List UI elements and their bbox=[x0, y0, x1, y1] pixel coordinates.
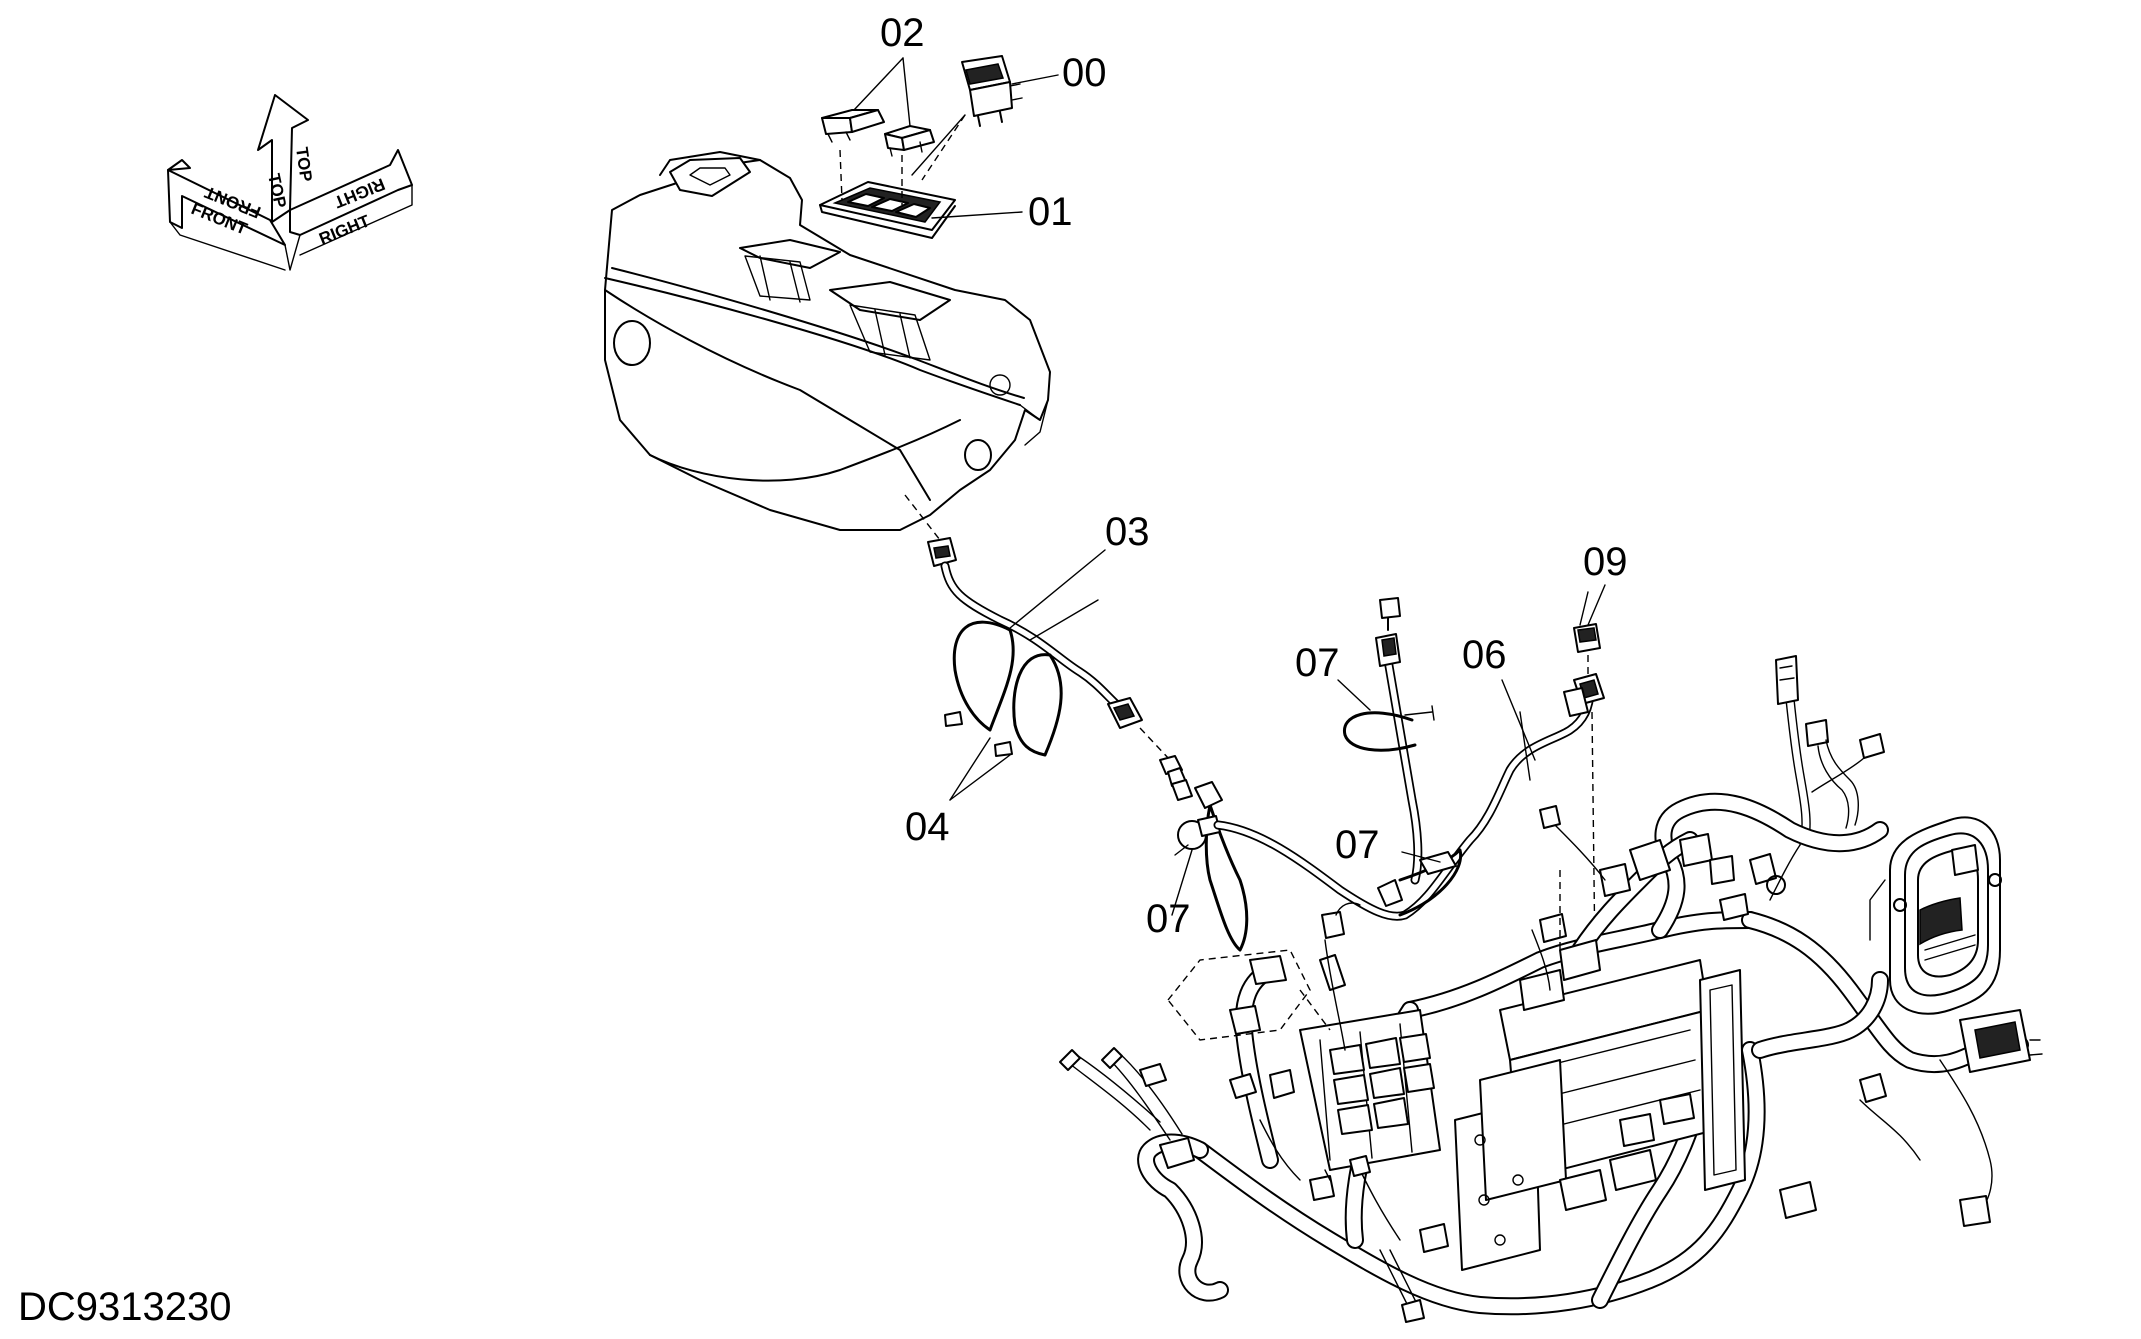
part-02-covers bbox=[821, 109, 935, 157]
callout-leaders bbox=[853, 57, 1606, 916]
callout-07-middle: 07 bbox=[1335, 823, 1380, 867]
part-01-switch-panel bbox=[819, 114, 966, 239]
part-03-harness bbox=[927, 537, 1143, 757]
callout-02: 02 bbox=[880, 11, 925, 55]
part-07-left-clamp bbox=[1139, 727, 1249, 952]
drawing-number: DC9313230 bbox=[18, 1285, 232, 1329]
right-branch-wires bbox=[1769, 655, 1885, 901]
main-harness-assembly bbox=[1059, 792, 2029, 1323]
callout-labels: 00 01 02 03 04 06 07 07 07 09 bbox=[880, 11, 1628, 941]
headlamp bbox=[1869, 816, 2043, 1073]
callout-03: 03 bbox=[1105, 510, 1150, 554]
part-00-switch bbox=[961, 55, 1023, 127]
orientation-indicator: FRONT FRONT TOP TOP RIGHT RIGHT bbox=[167, 94, 413, 271]
part-06-harness bbox=[1213, 591, 1605, 961]
callout-04: 04 bbox=[905, 805, 950, 849]
orientation-top-mirror-label: TOP bbox=[292, 146, 316, 183]
callout-07-lower: 07 bbox=[1146, 897, 1191, 941]
callout-01: 01 bbox=[1028, 190, 1073, 234]
callout-07-upper: 07 bbox=[1295, 641, 1340, 685]
callout-09: 09 bbox=[1583, 540, 1628, 584]
callout-06: 06 bbox=[1462, 633, 1507, 677]
console-body bbox=[604, 151, 1051, 541]
callout-00: 00 bbox=[1062, 51, 1107, 95]
